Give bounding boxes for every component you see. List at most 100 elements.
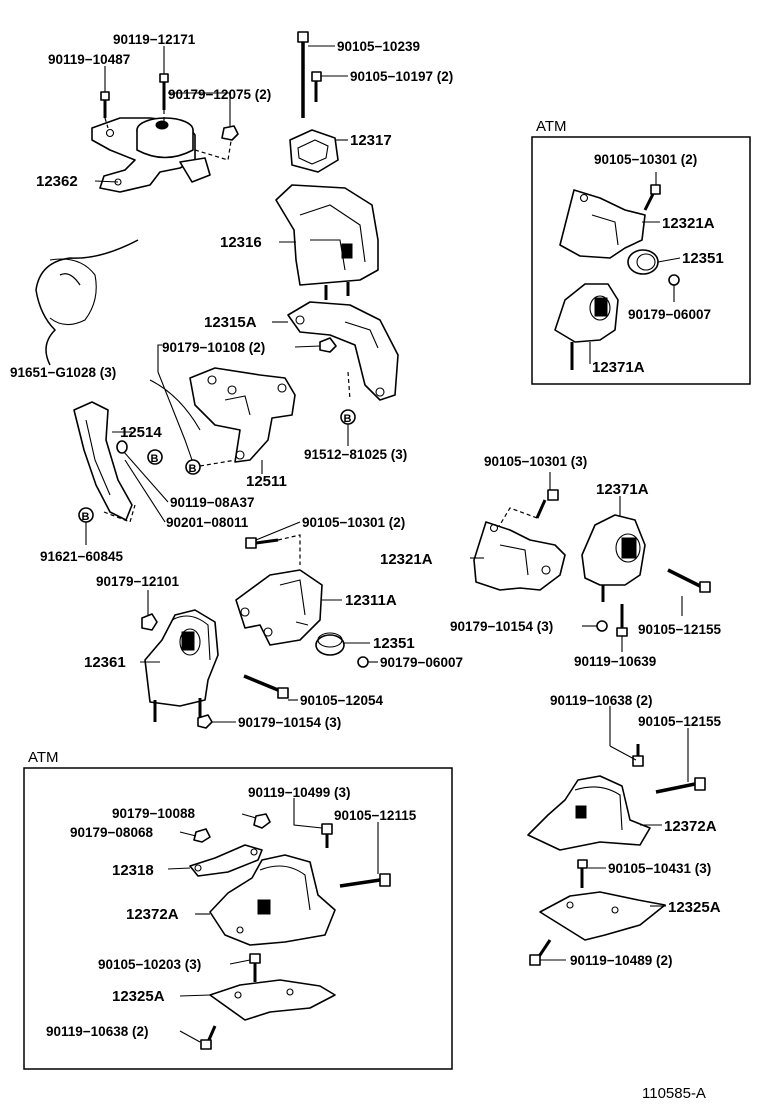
label-atm-12372A: 12372A (126, 906, 179, 923)
atm-part-12371A (554, 283, 619, 370)
bolt-90105-12155-mid (667, 568, 711, 593)
label-12372A-right: 12372A (664, 818, 717, 835)
label-12371A: 12371A (596, 481, 649, 498)
part-12511-bracket (189, 367, 296, 463)
atm-section-title: ATM (28, 749, 59, 766)
atm-part-12372A (209, 854, 336, 946)
atm-section-title: ATM (536, 118, 567, 135)
label-90179-10154-left: 90179−10154 (3) (238, 715, 341, 730)
label-12321A: 12321A (380, 551, 433, 568)
nut-90179-10108 (319, 337, 337, 353)
label-90119-08A37: 90119−08A37 (170, 495, 254, 510)
atm-bolt-90105-12115 (339, 873, 391, 888)
label-12511: 12511 (246, 473, 287, 490)
atm-box-bottom-left: ATM (23, 749, 453, 1070)
label-12316: 12316 (220, 234, 262, 251)
nut-90179-10154-left (197, 714, 213, 729)
nut-90179-12101 (141, 613, 158, 631)
label-90201-08011: 90201−08011 (166, 515, 249, 530)
label-90105-10197: 90105−10197 (2) (350, 69, 453, 84)
label-90105-12155-mid: 90105−12155 (638, 622, 721, 637)
label-90179-12101: 90179−12101 (96, 574, 179, 589)
label-atm-90119-10499: 90119−10499 (3) (248, 785, 350, 800)
part-12315A-bracket (287, 301, 399, 401)
label-90119-10638-right: 90119−10638 (2) (550, 693, 652, 708)
bolt-90119-12171 (159, 73, 169, 122)
label-atm-12325A: 12325A (112, 988, 165, 1005)
label-12317: 12317 (350, 132, 392, 149)
marker-b-label: B (151, 453, 159, 465)
part-12311A-bracket (235, 569, 323, 646)
engine-outline (35, 239, 201, 431)
label-90119-10639: 90119−10639 (574, 654, 656, 669)
atm-part-12351 (627, 249, 659, 275)
label-90105-12155-bottom: 90105−12155 (638, 714, 721, 729)
label-91651-G1028: 91651−G1028 (3) (10, 365, 116, 380)
bolt-90119-10639 (616, 604, 628, 637)
bolt-90105-12054 (243, 674, 289, 699)
nut-90179-12075 (221, 125, 239, 141)
label-atm-90105-12115: 90105−12115 (334, 808, 417, 823)
bolt-90105-10431 (577, 859, 588, 888)
label-90119-12171: 90119−12171 (113, 32, 196, 47)
leader-lines (85, 45, 689, 1043)
label-90105-10301-right: 90105−10301 (3) (484, 454, 587, 469)
label-90179-12075: 90179−12075 (2) (168, 87, 271, 102)
bolt-90119-10489 (529, 939, 552, 966)
label-atm-90179-08068: 90179−08068 (70, 825, 153, 840)
atm-nut-90179-08068 (193, 828, 211, 843)
bolt-90105-10301-center (245, 534, 301, 565)
part-12316-bracket (275, 184, 379, 300)
part-number-labels: 90119−12171 90119−10487 90179−12075 (2) … (10, 32, 724, 1039)
part-12361-mount (144, 609, 219, 722)
bolt-90105-12155-bottom (655, 777, 706, 794)
bolt-90105-10197 (311, 71, 322, 102)
part-12317 (289, 129, 339, 173)
atm-box-top-right: ATM (531, 118, 751, 385)
label-90105-10301-center: 90105−10301 (2) (302, 515, 405, 530)
marker-b-label: B (82, 511, 90, 523)
label-90179-10108: 90179−10108 (2) (162, 340, 265, 355)
label-90105-10239: 90105−10239 (337, 39, 420, 54)
bolt-90105-10301-right (497, 489, 559, 529)
nut-90179-10154-right (596, 620, 608, 632)
label-atm-12351: 12351 (682, 250, 724, 267)
marker-b-group: B B B B (78, 409, 356, 523)
label-12325A-right: 12325A (668, 899, 721, 916)
nut-90179-06007 (357, 656, 369, 668)
atm-part-12325A (209, 979, 336, 1021)
label-atm-12321A: 12321A (662, 215, 715, 232)
atm-part-12321A (559, 189, 646, 259)
atm-nut-90179-06007 (668, 274, 680, 286)
part-12321A-bracket (473, 521, 566, 591)
bolt-90119-10638-right (632, 744, 644, 767)
part-12325A-right (539, 891, 666, 941)
label-atm-12371A: 12371A (592, 359, 645, 376)
atm-part-12318 (189, 844, 263, 877)
label-atm-90105-10203: 90105−10203 (3) (98, 957, 201, 972)
atm-bolt-90105-10203 (249, 953, 261, 982)
part-12371A-mount (581, 514, 646, 602)
washer-90201-08011 (116, 440, 128, 454)
label-atm-90105-10301: 90105−10301 (2) (594, 152, 697, 167)
part-12362-mount (91, 117, 233, 193)
label-12315A: 12315A (204, 314, 257, 331)
bolt-90105-10239 (297, 31, 309, 118)
label-12514: 12514 (120, 424, 162, 441)
label-90179-06007: 90179−06007 (380, 655, 463, 670)
label-12311A: 12311A (345, 592, 397, 609)
part-12372A-right (527, 775, 651, 851)
label-90105-10431: 90105−10431 (3) (608, 861, 711, 876)
label-90105-12054: 90105−12054 (300, 693, 383, 708)
label-12351: 12351 (373, 635, 415, 652)
label-12362: 12362 (36, 173, 78, 190)
label-atm-90179-06007: 90179−06007 (628, 307, 711, 322)
label-90179-10154-right: 90179−10154 (3) (450, 619, 553, 634)
part-12351-bushing (315, 632, 345, 656)
marker-b-label: B (189, 463, 197, 475)
label-atm-90119-10638: 90119−10638 (2) (46, 1024, 148, 1039)
label-91512-81025: 91512−81025 (3) (304, 447, 407, 462)
label-91621-60845: 91621−60845 (40, 549, 123, 564)
